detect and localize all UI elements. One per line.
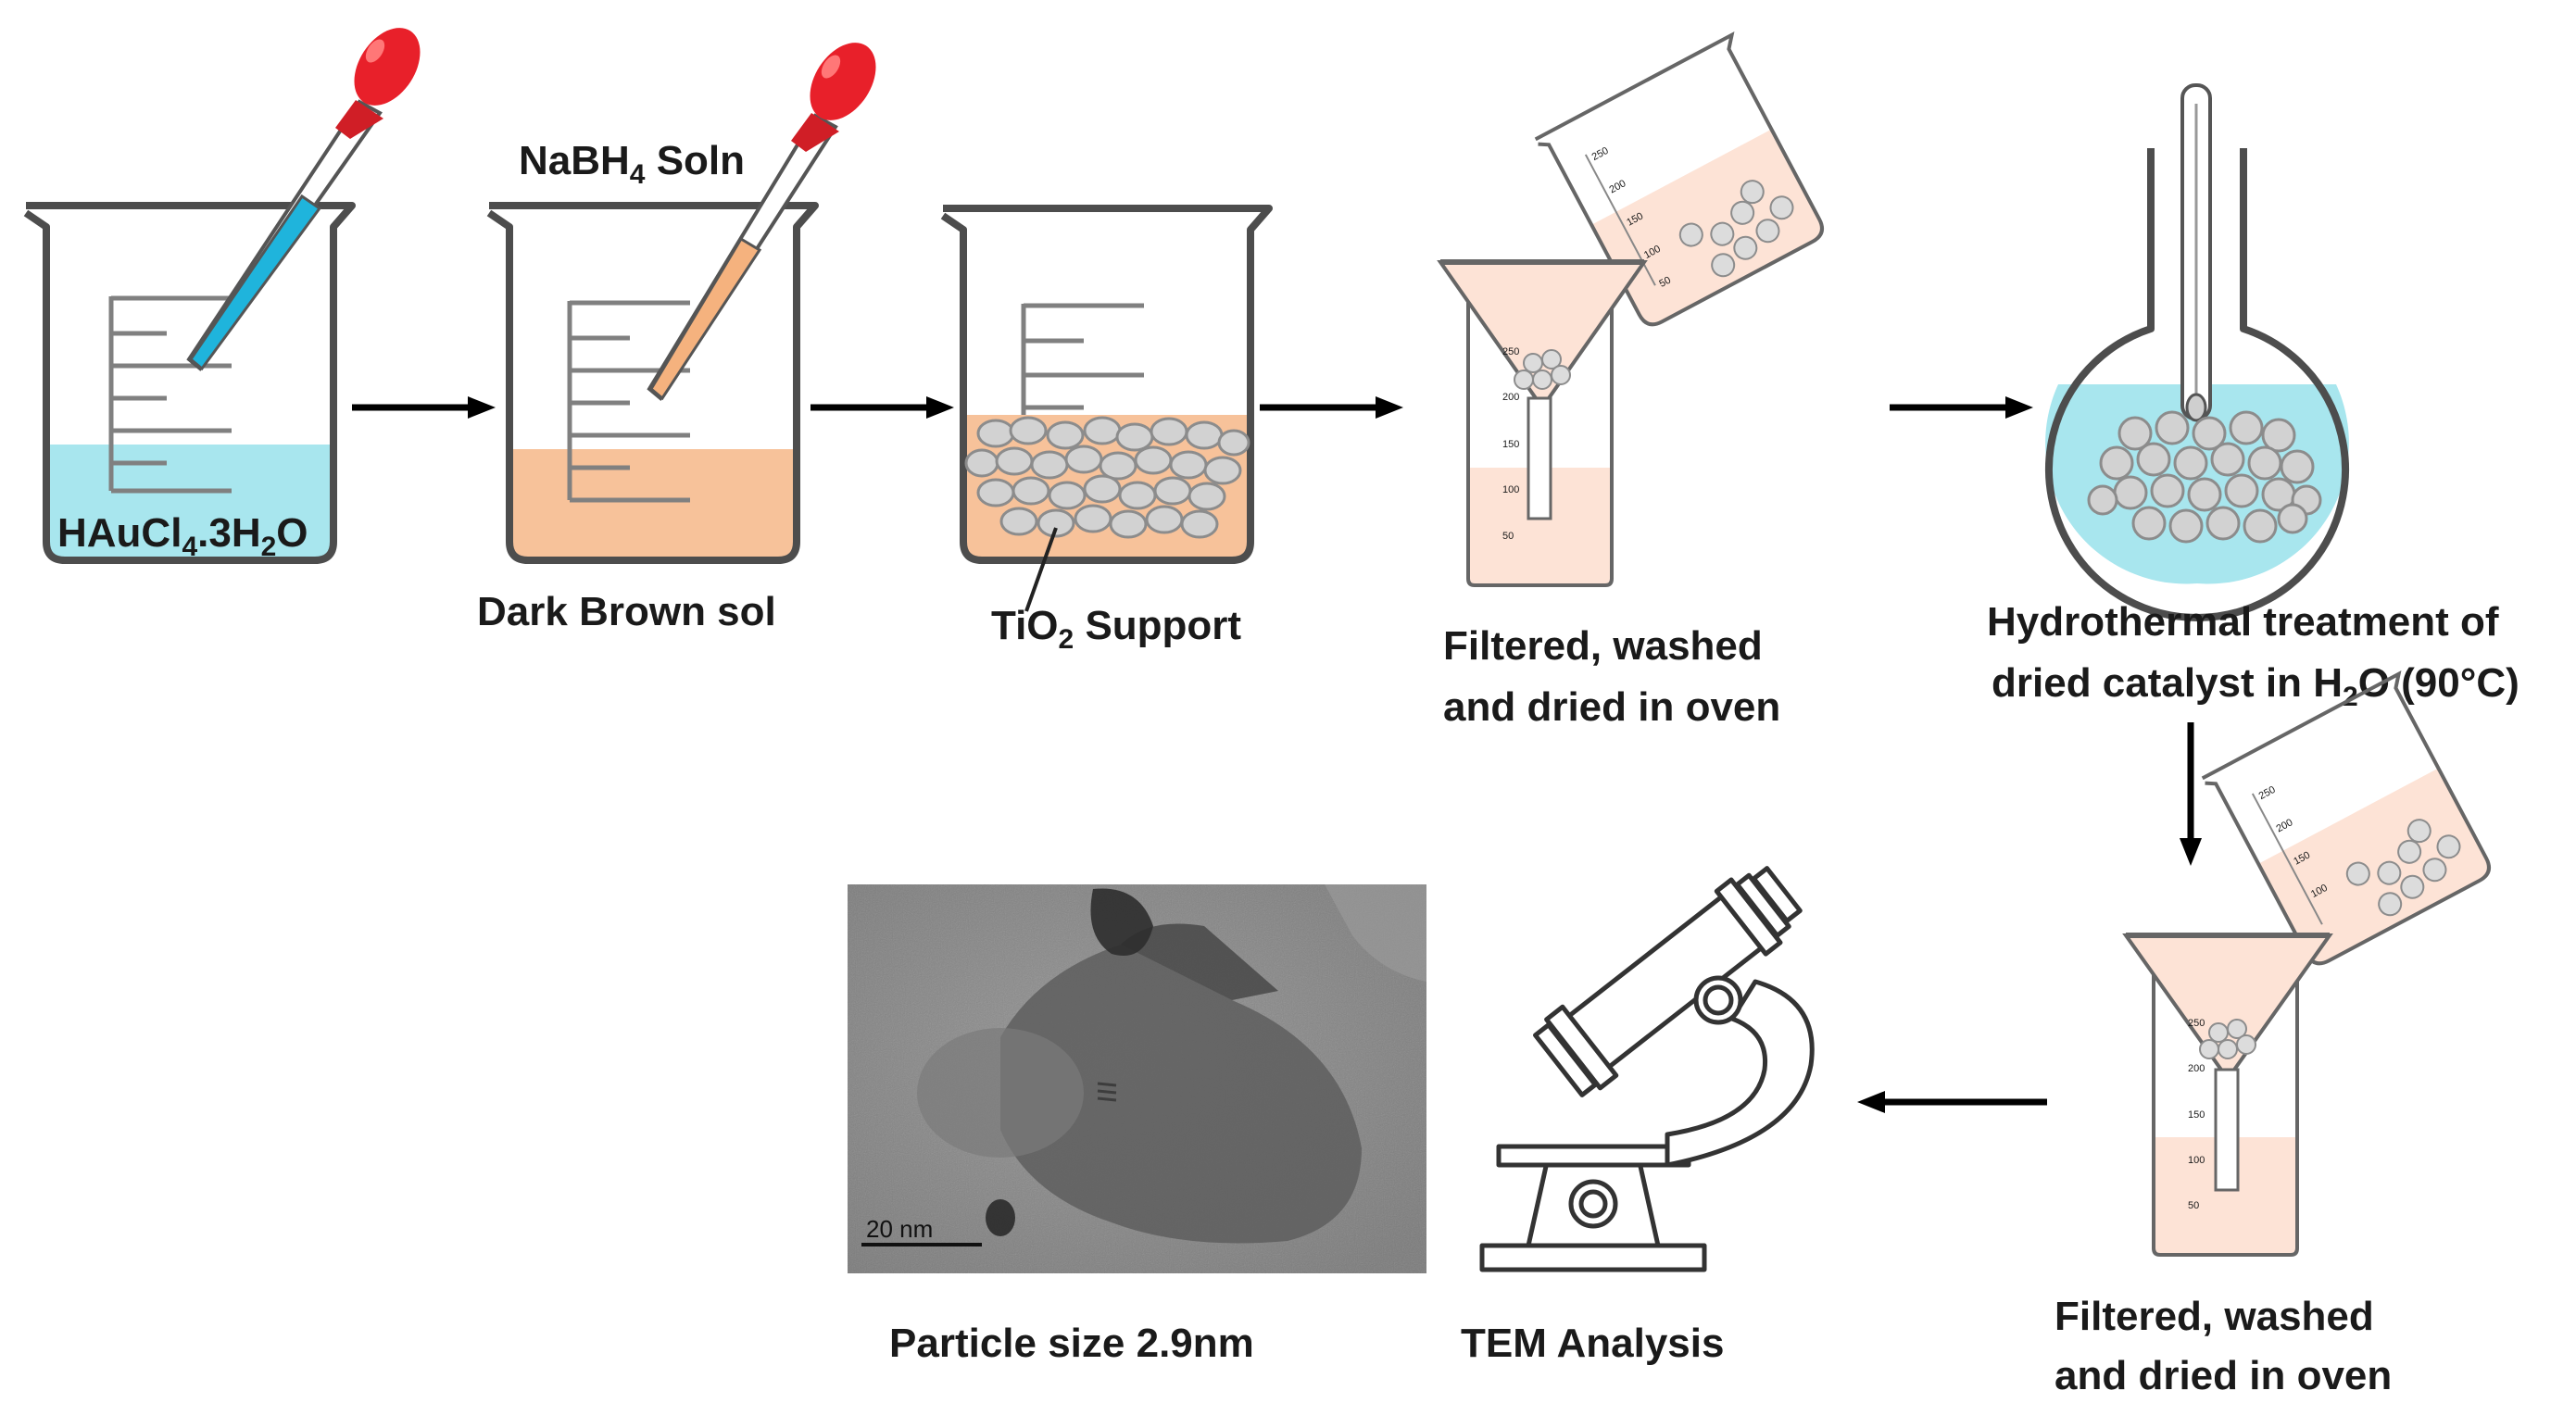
brown-sol [509, 449, 797, 560]
svg-text:50: 50 [1657, 275, 1672, 290]
beaker-graduations [1021, 303, 1144, 415]
beaker-icon [23, 202, 356, 564]
funnel-particles [2199, 1019, 2256, 1059]
svg-text:150: 150 [2188, 1109, 2205, 1121]
particle-size-label: Particle size 2.9nm [889, 1321, 1254, 1366]
svg-text:150: 150 [1502, 439, 1519, 450]
arrow-3 [1260, 396, 1403, 419]
hydro-line2: dried catalyst in H2O (90°C) [1992, 660, 2519, 712]
cylinder-scale: 250 200 150 100 50 [1502, 346, 1519, 542]
beaker-graduations [108, 295, 232, 494]
dark-brown-sol-label: Dark Brown sol [477, 589, 776, 634]
support-pointer [1024, 527, 1058, 612]
pouring-beaker: 250 200 150 100 [2201, 670, 2491, 966]
filtrate [2154, 1137, 2297, 1255]
svg-text:100: 100 [2188, 1155, 2205, 1166]
blue-solution [46, 445, 333, 560]
filter2-line1: Filtered, washed [2055, 1294, 2374, 1339]
scale-bar-label: 20 nm [866, 1215, 933, 1243]
arrow-1 [352, 396, 496, 419]
step3-beaker: TiO2 Support [940, 205, 1273, 655]
thermometer-icon [2180, 83, 2212, 422]
svg-text:50: 50 [2188, 1200, 2199, 1211]
tio2-support-label: TiO2 Support [991, 603, 1241, 655]
hydro-line1: Hydrothermal treatment of [1987, 599, 2499, 645]
hauclsolution-label: HAuCl4.3H2O [57, 510, 308, 562]
beaker-icon [940, 205, 1273, 564]
arrow-4 [1890, 396, 2033, 419]
svg-text:200: 200 [1502, 392, 1519, 403]
pipette-icon [647, 43, 876, 401]
step2-beaker: NaBH4 Soln Dark Brown sol [477, 43, 876, 634]
tio2-particles [964, 416, 1250, 539]
filter2-line2: and dried in oven [2055, 1353, 2392, 1398]
svg-text:100: 100 [1502, 484, 1519, 495]
beaker-graduations [567, 300, 690, 503]
flask-particles [2087, 410, 2322, 544]
cylinder-scale: 250 200 150 100 50 [2188, 1018, 2205, 1211]
beaker-icon [2152, 968, 2299, 1257]
flask-icon [2045, 148, 2349, 621]
svg-text:250: 250 [2257, 784, 2278, 802]
step1-beaker: HAuCl4.3H2O [23, 28, 421, 564]
funnel-particles [1514, 349, 1571, 390]
beaker-icon [486, 202, 819, 564]
flask-step: Hydrothermal treatment of dried catalyst… [1987, 83, 2519, 712]
svg-text:200: 200 [2274, 817, 2294, 834]
filter1-line1: Filtered, washed [1443, 623, 1763, 669]
nanoparticle-grain [1000, 945, 1362, 1244]
microscope-icon [1479, 866, 1815, 1272]
svg-text:250: 250 [1590, 145, 1611, 163]
nabh4-label: NaBH4 Soln [519, 138, 745, 190]
svg-text:250: 250 [2188, 1018, 2205, 1029]
arrow-5 [2180, 722, 2202, 866]
tem-analysis-label: TEM Analysis [1461, 1321, 1724, 1366]
pouring-beaker: 250 200 150 100 50 [1534, 31, 1824, 327]
svg-text:50: 50 [1502, 531, 1514, 542]
svg-text:200: 200 [1607, 178, 1627, 195]
filter1-line2: and dried in oven [1443, 684, 1780, 730]
tem-image: 20 nm [848, 884, 1426, 1273]
arrow-6 [1857, 1091, 2047, 1113]
arrow-2 [810, 396, 954, 419]
svg-text:200: 200 [2188, 1063, 2205, 1074]
filter-setup-1: 250 200 150 100 50 250 [1437, 31, 1824, 730]
pipette-icon [186, 28, 421, 371]
svg-text:250: 250 [1502, 346, 1519, 357]
filtrate [1468, 468, 1612, 585]
beaker-icon [1466, 296, 1614, 587]
filter-setup-2: 250 200 150 100 250 200 150 [2055, 670, 2491, 1398]
